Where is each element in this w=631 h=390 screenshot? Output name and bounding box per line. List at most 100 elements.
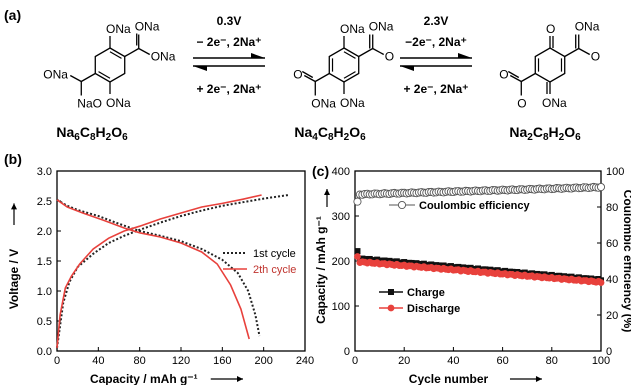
y-tick-label: 3.0 (37, 166, 52, 178)
substituent-label: ONa (575, 20, 600, 34)
coulombic-efficiency-point (596, 182, 606, 192)
substituent-label: O (385, 50, 394, 64)
substituent-label: O (517, 97, 526, 111)
y-tick-label: 300 (332, 211, 350, 223)
substituent-label: ONa (340, 22, 365, 36)
ring-double-bond (98, 71, 111, 79)
panel-c-label: (c) (312, 163, 329, 179)
substituent-label: ONa (340, 96, 365, 110)
formula-na4: Na4C8H2O6 (294, 124, 366, 143)
ring-double-bond (109, 51, 122, 59)
x-tick-label: 100 (592, 355, 610, 367)
y-tick-label: 1.5 (37, 256, 52, 268)
arrow-1-voltage: 0.3V (217, 14, 242, 28)
legend-label: Coulombic efficiency (419, 200, 531, 212)
arrow-2-voltage: 2.3V (424, 14, 449, 28)
y-tick-label: 0 (344, 346, 350, 358)
y-tick-label: 200 (332, 256, 350, 268)
substituent-label: ONa (369, 20, 394, 34)
x-axis-arrowhead (535, 376, 542, 382)
substituent-label: O (591, 50, 600, 64)
legend-label: 1st cycle (253, 248, 296, 260)
bond (301, 70, 314, 79)
x-tick-label: 200 (254, 355, 272, 367)
ring-bond (94, 47, 126, 83)
bond (69, 74, 82, 83)
legend-marker (388, 289, 394, 295)
x-tick-label: 40 (447, 355, 459, 367)
ring-double-bond (343, 51, 356, 59)
arrow-1-oxidation: − 2e⁻, 2Na⁺ (196, 35, 261, 49)
panel-a-label: (a) (4, 7, 21, 23)
bond (124, 47, 140, 58)
y-tick-label: 100 (332, 301, 350, 313)
bond (80, 72, 96, 83)
bond (314, 72, 330, 83)
first-cycle-curve-charge (56, 194, 289, 349)
arrow-1-reduction: + 2e⁻, 2Na⁺ (196, 82, 261, 96)
panel-b-label: (b) (4, 151, 22, 167)
x-tick-label: 160 (213, 355, 231, 367)
substituent-label: ONa (106, 22, 131, 36)
second-cycle-curve-charge (56, 194, 262, 349)
first-cycle-curve-discharge (56, 198, 261, 337)
bond (509, 74, 522, 83)
coulombic-efficiency-point (353, 197, 362, 206)
arrow-2-oxidation: −2e⁻, 2Na⁺ (405, 35, 467, 49)
y-axis-arrowhead (324, 189, 330, 195)
bond (372, 47, 385, 56)
y-axis-arrowhead (11, 203, 17, 210)
substituent-label: ONa (135, 20, 160, 34)
bond (578, 47, 591, 56)
discharge-point (597, 279, 605, 286)
substituent-label: O (546, 22, 555, 36)
y2-tick-label: 80 (606, 202, 618, 214)
x-tick-label: 40 (92, 355, 104, 367)
arrow-2-reduction: + 2e⁻, 2Na⁺ (403, 82, 468, 96)
x-tick-label: 0 (352, 355, 358, 367)
y-axis-label: Voltage / V (7, 249, 21, 309)
charge-point (354, 248, 361, 255)
bond (507, 70, 520, 79)
equilibrium-arrow-2: 2.3V −2e⁻, 2Na⁺ + 2e⁻, 2Na⁺ (400, 14, 472, 96)
equilibrium-arrow-1: 0.3V − 2e⁻, 2Na⁺ + 2e⁻, 2Na⁺ (193, 14, 265, 96)
ring-bond (534, 47, 566, 83)
substituent-label: ONa (151, 50, 176, 64)
legend-marker (397, 200, 407, 210)
x-tick-label: 80 (546, 355, 558, 367)
substituent-label: O (499, 68, 508, 82)
bond (520, 72, 536, 83)
bond (358, 47, 374, 58)
y-tick-label: 2.5 (37, 196, 52, 208)
y2-axis-label: Coulombic efficiency (%) (621, 190, 631, 333)
substituent-label: ONa (43, 68, 68, 82)
legend-label: Charge (407, 287, 445, 299)
ring-double-bond (343, 71, 356, 79)
y-tick-label: 0.0 (37, 346, 52, 358)
ring-bond (328, 47, 360, 83)
substituent-label: O (293, 68, 302, 82)
formula-na6: Na6C8H2O6 (56, 124, 128, 143)
y-axis-label: Capacity / mAh g⁻¹ (314, 216, 328, 324)
x-axis-label: Capacity / mAh g⁻¹ (90, 372, 198, 385)
x-tick-label: 0 (54, 355, 60, 367)
bond (564, 47, 580, 58)
substituent-label: ONa (311, 97, 336, 111)
y2-tick-label: 60 (606, 238, 618, 250)
discharge-point (354, 253, 361, 260)
y2-tick-label: 40 (606, 274, 618, 286)
legend-label: Discharge (407, 303, 460, 315)
substituent-label: ONa (106, 96, 131, 110)
second-cycle-curve-discharge (56, 199, 250, 340)
substituent-label: ONa (542, 96, 567, 110)
y-tick-label: 0.5 (37, 316, 52, 328)
y-tick-label: 2.0 (37, 226, 52, 238)
x-tick-label: 240 (296, 355, 314, 367)
